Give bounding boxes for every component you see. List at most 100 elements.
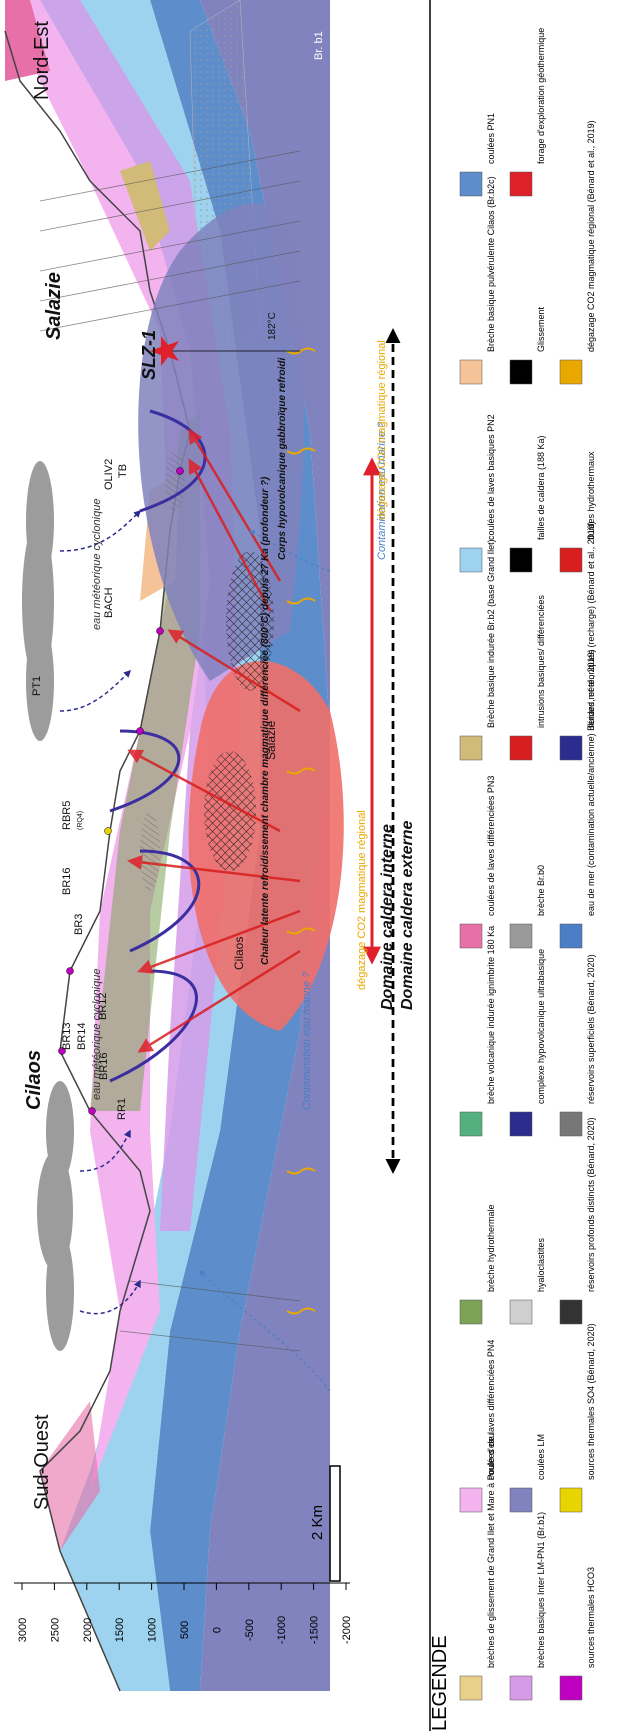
scale-bar: 2 Km bbox=[309, 1465, 341, 1582]
legend-swatch bbox=[559, 1111, 583, 1137]
legend-label: fluides météoriques (recharge) (Bénard e… bbox=[586, 521, 596, 728]
slz1-star bbox=[150, 336, 179, 366]
label-temp: 182°C bbox=[267, 312, 278, 340]
legend-swatch bbox=[559, 1487, 583, 1513]
legend-label: brèche volcanique indurée ignimbrite 180… bbox=[486, 926, 496, 1104]
label-br-b1: Br. b1 bbox=[313, 31, 325, 60]
legend-label: hyaloclastites bbox=[536, 1237, 546, 1292]
legend-label: Brèche basique indurée Br.b2 (base Grand… bbox=[486, 539, 496, 728]
label-contam-right: Contamination eau marine ? bbox=[376, 421, 388, 560]
legend-label: Brèche basique pulvérulente Cilaos (Br.b… bbox=[486, 176, 496, 352]
legend-swatch bbox=[509, 359, 533, 385]
legend-label: brèches de glissement de Grand Ilet et M… bbox=[486, 1433, 496, 1668]
legend-swatch bbox=[559, 923, 583, 949]
well-label-br16a: BR16 bbox=[98, 1052, 110, 1080]
cloud-right bbox=[22, 461, 54, 741]
legend-swatch bbox=[459, 735, 483, 761]
legend-swatch bbox=[559, 359, 583, 385]
legend-label: forage d'exploration géothermique bbox=[536, 28, 546, 164]
label-cloud-left: eau météorique cyclonique bbox=[91, 969, 103, 1100]
label-cilaos: Cilaos bbox=[23, 1050, 45, 1110]
legend-label: intrusions basiques/ différenciées bbox=[536, 595, 546, 728]
legend-swatch bbox=[509, 171, 533, 197]
meteoric-arrows bbox=[59, 509, 142, 1315]
legend-label: failles de caldera (188 Ka) bbox=[536, 435, 546, 540]
legend-swatch bbox=[509, 735, 533, 761]
legend-label: complexe hypovolcanique ultrabasique bbox=[536, 949, 546, 1104]
legend-swatch bbox=[509, 1675, 533, 1701]
elevation-tick-label: 3000 bbox=[17, 1618, 29, 1642]
legend-label: brèches basiques Inter LM-PN1 (Br.b1) bbox=[536, 1512, 546, 1668]
shallow-reservoir-2 bbox=[165, 451, 185, 511]
elevation-tick-label: -500 bbox=[244, 1619, 256, 1641]
elevation-tick-label: -1500 bbox=[309, 1616, 321, 1644]
elevation-tick-label: 2000 bbox=[82, 1618, 94, 1642]
label-contam-left: Contamination eau marine ? bbox=[301, 971, 313, 1110]
label-cilaos-res: Cilaos bbox=[232, 937, 246, 970]
label-co2-left: dégazage CO2 magmatique régional bbox=[356, 810, 368, 990]
legend-swatch bbox=[509, 1299, 533, 1325]
label-gabbro: Corps hypovolcanique gabbroïque refroidi bbox=[277, 358, 288, 560]
label-internal-domain: Domaine caldera interne bbox=[379, 824, 396, 1010]
legend-swatch bbox=[559, 1675, 583, 1701]
legend-swatch bbox=[459, 359, 483, 385]
legend-swatch bbox=[559, 735, 583, 761]
legend-swatch bbox=[459, 1111, 483, 1137]
legend-swatch bbox=[459, 547, 483, 573]
section-panel bbox=[4, 0, 401, 1692]
elevation-tick-label: -2000 bbox=[341, 1616, 353, 1644]
label-slz1: SLZ-1 bbox=[139, 330, 159, 380]
intrusion-arc-2 bbox=[129, 849, 201, 953]
label-external-domain: Domaine caldera externe bbox=[399, 820, 416, 1010]
diagram-labels: Nord-Est Sud-Ouest Salazie Cilaos SLZ-1 … bbox=[23, 21, 416, 1510]
well-label-br13: BR13 bbox=[61, 1022, 73, 1050]
legend-label: réservoirs profonds distincts (Bénard, 2… bbox=[586, 1117, 596, 1292]
scale-bar-label: 2 Km bbox=[309, 1505, 326, 1540]
elevation-tick-label: 500 bbox=[179, 1621, 191, 1639]
well-label-tb: TB bbox=[117, 464, 129, 478]
legend-label: eau de mer (contamination actuelle/ancie… bbox=[586, 649, 596, 916]
label-salazie-res: Salazie bbox=[264, 720, 278, 760]
elevation-tick-label: 1000 bbox=[147, 1618, 159, 1642]
well-label-bach: BACH bbox=[103, 587, 115, 618]
well-label-br16b: BR16 bbox=[61, 867, 73, 895]
legend-label: fluides hydrothermaux bbox=[586, 451, 596, 540]
well-label-br12: BR12 bbox=[97, 992, 109, 1020]
legend-swatch bbox=[559, 547, 583, 573]
label-chamber: Chaleur latente refroidissement chambre … bbox=[260, 476, 271, 965]
well-label-rbr5: RBR5 bbox=[61, 801, 73, 830]
elevation-tick-label: 2500 bbox=[49, 1618, 61, 1642]
well-label-br3: BR3 bbox=[73, 914, 85, 935]
deep-reservoir-cilaos bbox=[204, 751, 256, 871]
well-label-br14: BR14 bbox=[76, 1022, 88, 1050]
legend-swatch bbox=[509, 547, 533, 573]
deep-reservoir-salazie bbox=[226, 551, 274, 691]
label-cloud-right: eau météorique cyclonique bbox=[91, 499, 103, 630]
well-label-rr1: RR1 bbox=[116, 1098, 128, 1120]
legend-items: brèches de glissement de Grand Ilet et M… bbox=[459, 28, 596, 1701]
legend-label: sources thermales SO4 (Bénard, 2020) bbox=[586, 1323, 596, 1480]
sea-contamination-left bbox=[199, 1270, 331, 1392]
legend-label: coulées LM bbox=[536, 1434, 546, 1480]
cloud-left bbox=[37, 1081, 74, 1351]
legend-swatch bbox=[459, 171, 483, 197]
well-label-rbr5-sub: (RQ4) bbox=[77, 811, 84, 830]
legend-label: brèche hydrothermale bbox=[486, 1204, 496, 1292]
legend-swatch bbox=[559, 1299, 583, 1325]
legend-label: coulées de laves basiques PN2 bbox=[486, 414, 496, 540]
intrusion-arc-3 bbox=[109, 729, 181, 813]
label-salazie: Salazie bbox=[43, 272, 65, 340]
legend-label: coulées de laves différenciées PN3 bbox=[486, 776, 496, 916]
fault-lines bbox=[39, 150, 301, 1352]
legend-label: réservoirs superficiels (Bénard, 2020) bbox=[586, 954, 596, 1104]
legend-label: sources thermales HCO3 bbox=[586, 1567, 596, 1668]
thermal-springs bbox=[58, 467, 184, 1115]
intrusion-arc-1 bbox=[109, 969, 198, 1083]
co2-squiggles bbox=[286, 347, 316, 1315]
layer-coulees-lm bbox=[200, 0, 330, 1691]
layer-pn3 bbox=[5, 0, 50, 81]
well-label-pt1: PT1 bbox=[31, 676, 43, 696]
